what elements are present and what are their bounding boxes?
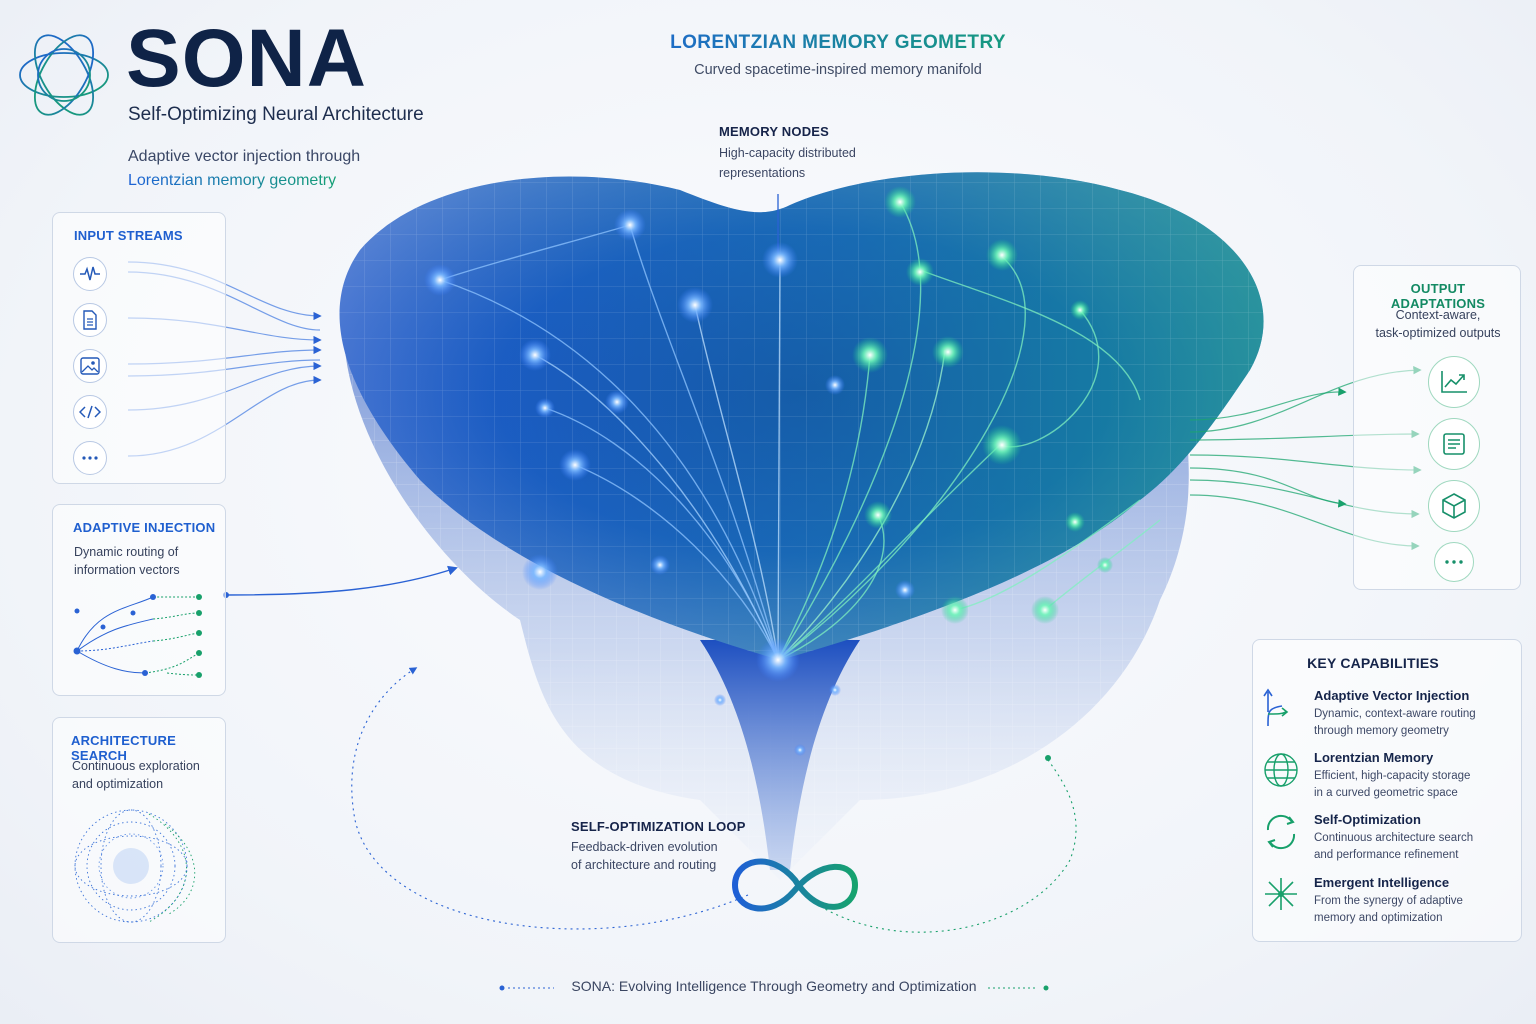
waveform-icon [73,257,107,291]
document-icon [73,303,107,337]
image-icon [73,349,107,383]
header-title: LORENTZIAN MEMORY GEOMETRY [600,32,1076,54]
output-adaptations-text: Context-aware, task-optimized outputs [1354,306,1522,342]
adaptive-injection-panel: ADAPTIVE INJECTION Dynamic routing of in… [52,504,226,696]
architecture-search-title: ARCHITECTURE SEARCH [71,733,176,763]
output-adaptations-panel: OUTPUT ADAPTATIONS Context-aware, task-o… [1353,265,1521,590]
capability-title: Lorentzian Memory [1314,750,1434,765]
capability-text: Efficient, high-capacity storage in a cu… [1314,768,1524,802]
branch-arrows-icon [1263,688,1289,727]
input-streams-title: INPUT STREAMS [74,228,183,243]
self-optimization-label: SELF-OPTIMIZATION LOOP Feedback-driven e… [571,819,746,874]
footer-dotted-rule [499,985,1049,991]
adaptive-injection-text: Dynamic routing of information vectors [74,543,180,579]
capability-adaptive-vector-injection: Adaptive Vector Injection Dynamic, conte… [1262,688,1526,750]
capability-text-line2: in a curved geometric space [1314,787,1458,799]
capability-title: Self-Optimization [1314,812,1421,827]
capability-title: Adaptive Vector Injection [1314,688,1470,703]
chart-icon [1428,356,1480,408]
capability-text-line2: and performance refinement [1314,849,1459,861]
brand-desc-line1: Adaptive vector injection through [128,148,361,165]
capability-text-line2: memory and optimization [1314,912,1443,924]
output-adaptations-text-line2: task-optimized outputs [1375,326,1501,340]
routing-graph-icon [73,594,202,678]
self-optimization-text-line2: of architecture and routing [571,858,717,872]
capability-emergent-intelligence: Emergent Intelligence From the synergy o… [1262,875,1526,937]
memory-nodes-text: High-capacity distributed representation… [719,143,856,183]
capability-lorentzian-memory: Lorentzian Memory Efficient, high-capaci… [1262,750,1526,812]
memory-nodes-text-line1: High-capacity distributed [719,146,856,160]
capability-text-line1: Efficient, high-capacity storage [1314,770,1471,782]
self-optimization-title: SELF-OPTIMIZATION LOOP [571,819,746,834]
architecture-search-panel: ARCHITECTURE SEARCH Continuous explorati… [52,717,226,943]
brand-description: Adaptive vector injection through Lorent… [128,145,360,193]
brand-subtitle: Self-Optimizing Neural Architecture [128,104,424,125]
globe-icon [1264,753,1298,787]
burst-icon [1265,878,1297,910]
capability-self-optimization: Self-Optimization Continuous architectur… [1262,812,1526,874]
architecture-search-text: Continuous exploration and optimization [72,757,200,793]
more-icon [1434,542,1474,582]
key-capabilities-panel: KEY CAPABILITIES [1252,639,1522,942]
footer-text: SONA: Evolving Intelligence Through Geom… [571,978,977,994]
cube-icon [1428,480,1480,532]
architecture-search-text-line1: Continuous exploration [72,759,200,773]
sona-logo-icon [19,34,109,116]
capability-text-line1: From the synergy of adaptive [1314,895,1463,907]
capability-text-line2: through memory geometry [1314,725,1449,737]
code-icon [73,395,107,429]
adaptive-injection-text-line1: Dynamic routing of [74,545,179,559]
brand-desc-line2: Lorentzian memory geometry [128,169,360,193]
memory-nodes-title: MEMORY NODES [719,124,830,139]
architecture-search-text-line2: and optimization [72,777,164,791]
search-sphere-icon [74,809,196,923]
adaptive-injection-title: ADAPTIVE INJECTION [73,520,216,535]
more-icon [73,441,107,475]
output-adaptations-title: OUTPUT ADAPTATIONS [1390,281,1486,311]
self-optimization-text: Feedback-driven evolution of architectur… [571,838,746,874]
input-streams-panel: INPUT STREAMS [52,212,226,484]
key-capabilities-title: KEY CAPABILITIES [1307,655,1439,671]
self-optimization-text-line1: Feedback-driven evolution [571,840,718,854]
output-adaptations-text-line1: Context-aware, [1395,308,1481,322]
capability-text-line1: Continuous architecture search [1314,832,1474,844]
memory-nodes-text-line2: representations [719,166,806,180]
capability-title: Emergent Intelligence [1314,875,1450,890]
capability-text-line1: Dynamic, context-aware routing [1314,708,1476,720]
refresh-icon [1266,814,1296,850]
footer: SONA: Evolving Intelligence Through Geom… [498,978,1050,998]
document-icon [1428,418,1480,470]
capability-text: From the synergy of adaptive memory and … [1314,893,1524,927]
capability-text: Continuous architecture search and perfo… [1314,830,1524,864]
adaptive-injection-text-line2: information vectors [74,563,180,577]
brand-title: SONA [126,13,367,104]
capability-text: Dynamic, context-aware routing through m… [1314,706,1524,740]
header-subtitle: Curved spacetime-inspired memory manifol… [694,62,982,78]
memory-nodes-label: MEMORY NODES High-capacity distributed r… [719,124,856,183]
